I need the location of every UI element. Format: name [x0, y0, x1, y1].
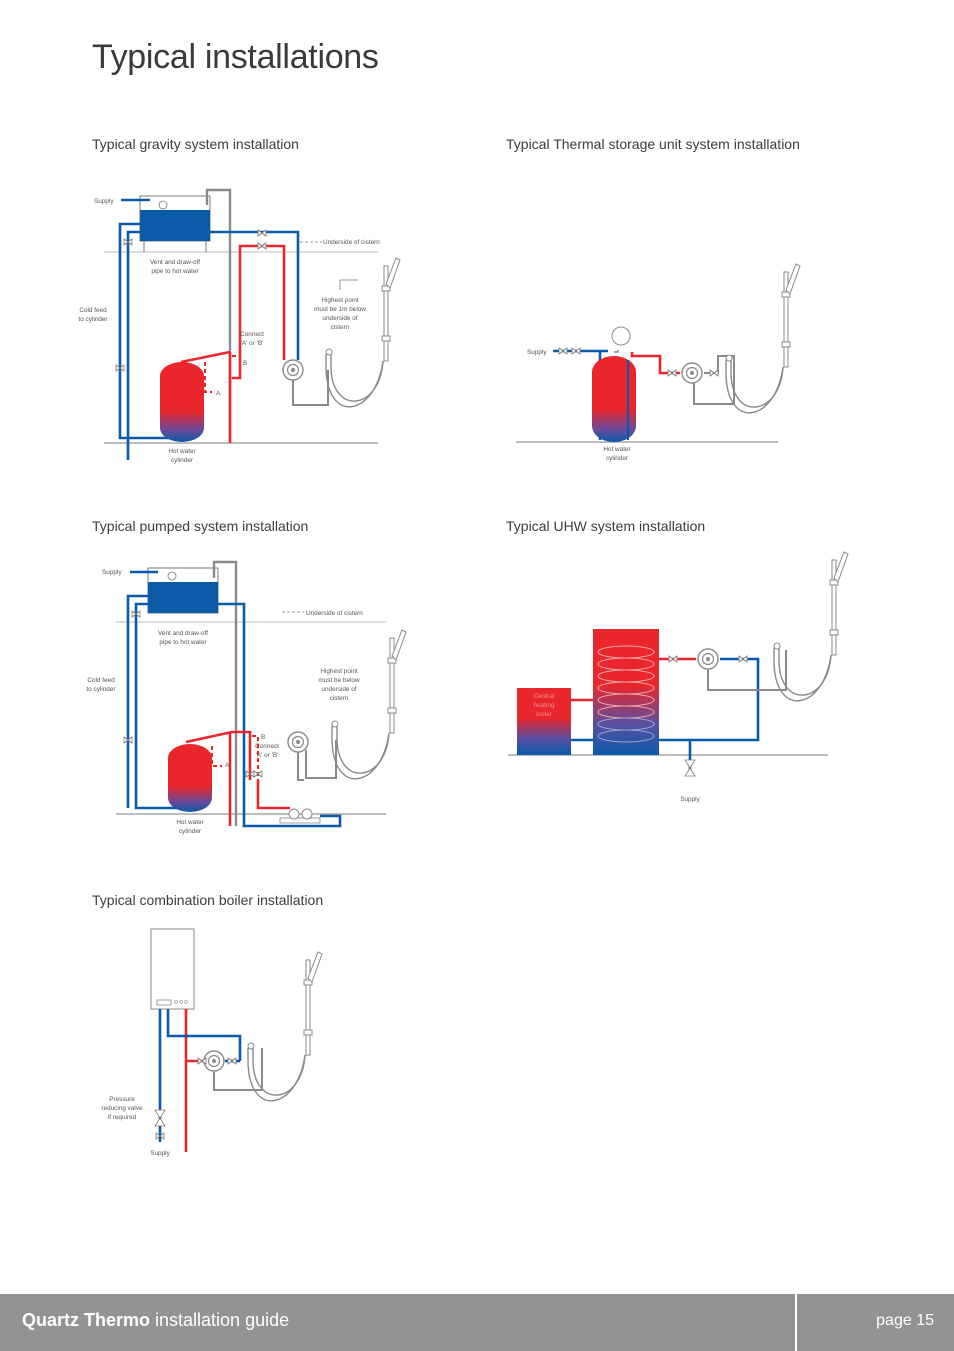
combi-diagram: Pressure reducing valve if required Supp… — [101, 928, 323, 1157]
gravity-shower-kit — [325, 257, 401, 408]
svg-text:Supply: Supply — [102, 569, 122, 576]
svg-text:Vent and draw-off: Vent and draw-off — [150, 259, 200, 266]
gravity-hot-water-cylinder — [160, 362, 204, 442]
svg-text:Cold feed: Cold feed — [87, 677, 115, 684]
svg-text:Highest point: Highest point — [321, 297, 359, 304]
svg-text:Underside of cistern: Underside of cistern — [306, 610, 363, 617]
combi-boiler — [150, 928, 195, 1010]
svg-text:reducing valve: reducing valve — [101, 1105, 143, 1112]
svg-text:must be below: must be below — [318, 677, 360, 684]
svg-text:underside of: underside of — [322, 315, 357, 322]
pumped-mixer-valve — [287, 731, 309, 753]
svg-text:Hot water: Hot water — [603, 446, 631, 453]
gravity-mixer-valve — [282, 359, 304, 381]
svg-text:Hot water: Hot water — [168, 448, 196, 455]
svg-text:Vent and draw-off: Vent and draw-off — [158, 630, 208, 637]
svg-text:pipe to hot water: pipe to hot water — [159, 639, 207, 646]
svg-text:A: A — [225, 762, 230, 769]
footer-bar: Quartz Thermo installation guide page 15 — [0, 1294, 954, 1351]
thermal-diagram: Supply Hot water cylinder — [516, 263, 801, 462]
svg-text:underside of: underside of — [321, 686, 356, 693]
svg-text:Supply: Supply — [527, 349, 547, 356]
svg-text:pipe to hot water: pipe to hot water — [151, 268, 199, 275]
uhw-diagram: Central heating boiler Supply — [508, 551, 849, 803]
thermal-section-title: Typical Thermal storage unit system inst… — [506, 136, 800, 152]
svg-text:if required: if required — [108, 1114, 137, 1121]
svg-text:B: B — [261, 734, 265, 741]
footer-brand: Quartz Thermo installation guide — [22, 1310, 289, 1331]
svg-text:B: B — [243, 360, 247, 367]
svg-text:Pressure: Pressure — [109, 1096, 135, 1103]
footer-brand-area: Quartz Thermo installation guide — [0, 1294, 794, 1351]
gravity-section-title: Typical gravity system installation — [92, 136, 299, 152]
svg-text:cistern: cistern — [331, 324, 350, 331]
svg-text:cistern: cistern — [330, 695, 349, 702]
page-number: page 15 — [876, 1312, 934, 1329]
central-heating-boiler — [517, 688, 571, 755]
svg-text:to cylinder: to cylinder — [86, 686, 116, 693]
svg-text:heating: heating — [534, 702, 555, 709]
svg-text:Highest point: Highest point — [320, 668, 358, 675]
combi-shower-kit — [247, 951, 323, 1102]
svg-text:must be 1m below: must be 1m below — [314, 306, 366, 313]
svg-text:'A' or 'B': 'A' or 'B' — [256, 752, 279, 759]
footer-divider — [795, 1294, 797, 1351]
combi-section-title: Typical combination boiler installation — [92, 892, 324, 908]
footer-brand-bold: Quartz Thermo — [22, 1310, 151, 1330]
svg-text:Supply: Supply — [680, 796, 700, 803]
svg-text:Supply: Supply — [150, 1150, 170, 1157]
gravity-underside-label: Underside of cistern — [323, 239, 380, 246]
svg-text:Connect: Connect — [255, 743, 279, 750]
gravity-diagram: Supply Underside of cistern Vent and dra… — [78, 188, 401, 464]
svg-text:Connect: Connect — [240, 331, 264, 338]
svg-text:'A' or 'B': 'A' or 'B' — [241, 340, 264, 347]
uhw-mixer-valve — [697, 648, 719, 670]
uhw-section-title: Typical UHW system installation — [506, 518, 706, 534]
gravity-supply-label: Supply — [94, 198, 114, 205]
thermal-shower-kit — [725, 263, 801, 414]
uhw-storage-unit — [593, 629, 659, 755]
svg-text:boiler: boiler — [536, 711, 553, 718]
svg-text:Cold feed: Cold feed — [79, 307, 107, 314]
svg-text:cylinder: cylinder — [179, 828, 202, 835]
combi-mixer-valve — [203, 1050, 225, 1072]
pumped-section-title: Typical pumped system installation — [92, 518, 309, 534]
svg-text:cylinder: cylinder — [171, 457, 194, 464]
pumped-diagram: Supply Underside of cistern Vent and dra… — [86, 560, 407, 835]
svg-text:cylinder: cylinder — [606, 455, 629, 462]
thermal-hot-water-cylinder — [592, 356, 636, 442]
svg-text:Hot water: Hot water — [176, 819, 204, 826]
pump-icon — [288, 808, 300, 820]
pumped-hot-water-cylinder — [168, 744, 212, 812]
installation-diagrams: Supply Underside of cistern Vent and dra… — [78, 188, 849, 1157]
svg-text:Central: Central — [534, 693, 555, 700]
thermal-mixer-valve — [681, 362, 703, 384]
pumped-shower-kit — [331, 629, 407, 780]
page-title: Typical installations — [92, 38, 379, 76]
svg-text:A: A — [216, 390, 221, 397]
footer-brand-rest: installation guide — [150, 1310, 290, 1330]
svg-text:to cylinder: to cylinder — [78, 316, 108, 323]
